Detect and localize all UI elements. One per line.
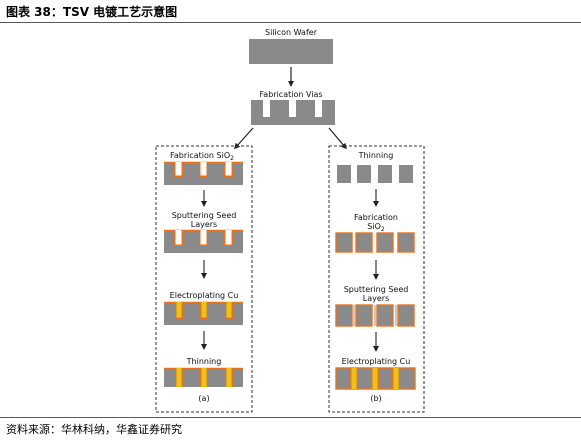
right-step2-label-line1: Fabrication xyxy=(354,213,398,222)
right-oxide-dies xyxy=(335,232,415,253)
header-divider xyxy=(0,22,581,23)
tsv-process-diagram: Silicon Wafer Fabrication Vias Fabricati… xyxy=(155,28,425,413)
right-step4-label: Electroplating Cu xyxy=(342,357,411,366)
wafer-label: Silicon Wafer xyxy=(265,28,318,37)
right-step3-label-line2: Layers xyxy=(363,294,389,303)
source-note: 资料来源：华林科纳，华鑫证券研究 xyxy=(6,423,182,436)
silicon-wafer-block xyxy=(249,39,333,64)
via-wafer xyxy=(251,100,335,125)
left-step4-label: Thinning xyxy=(186,357,222,366)
left-copper-wafer xyxy=(164,301,243,325)
left-step1-label: Fabrication SiO2 xyxy=(170,151,234,162)
right-caption: (b) xyxy=(370,394,381,403)
right-seed-dies xyxy=(335,304,415,327)
right-thinned-dies xyxy=(337,165,413,183)
footer-divider xyxy=(0,417,581,418)
left-thinned-wafer xyxy=(164,367,243,387)
left-oxide-wafer xyxy=(164,161,243,185)
left-step2-label-line1: Sputtering Seed xyxy=(172,211,237,220)
arrow-to-left-branch xyxy=(233,127,254,150)
header: 图表 38：TSV 电镀工艺示意图 xyxy=(0,0,581,22)
right-step2-label-line2: SiO2 xyxy=(367,222,385,233)
left-seed-wafer xyxy=(164,229,243,253)
left-caption: (a) xyxy=(198,394,209,403)
left-step3-label: Electroplating Cu xyxy=(170,291,239,300)
left-step2-label-line2: Layers xyxy=(191,220,217,229)
left-branch-frame xyxy=(155,145,253,413)
figure-title: 图表 38：TSV 电镀工艺示意图 xyxy=(6,5,178,19)
vias-label: Fabrication Vias xyxy=(259,90,322,99)
arrow-to-right-branch xyxy=(328,127,347,150)
right-step3-label-line1: Sputtering Seed xyxy=(344,285,409,294)
right-branch-frame xyxy=(328,145,425,413)
right-copper-dies xyxy=(335,367,416,390)
right-step1-label: Thinning xyxy=(358,151,394,160)
